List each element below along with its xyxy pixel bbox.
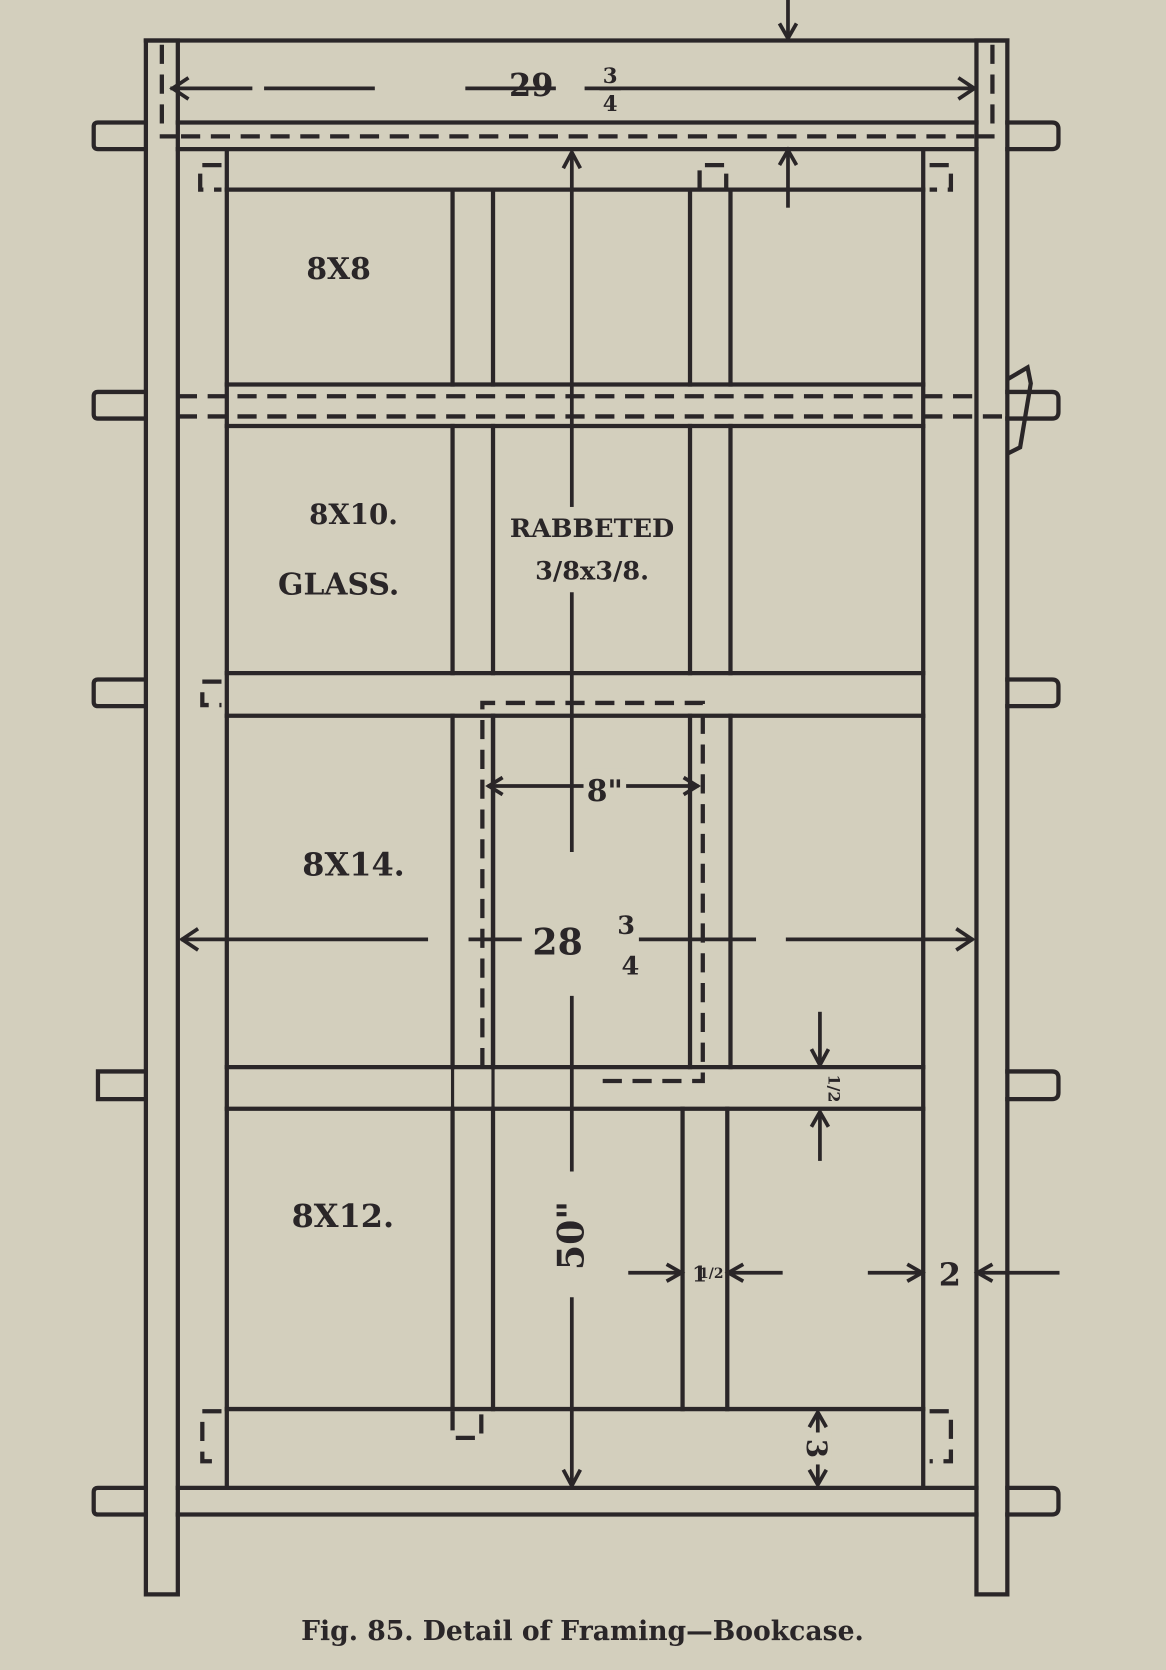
mullion-right [680, 187, 733, 1412]
dimension-top-rail-arrows [777, 146, 799, 208]
left-tenons [91, 120, 149, 1517]
panel-label-8x12: 8X12. [292, 1197, 395, 1235]
panel-label-8x14: 8X14. [302, 845, 405, 883]
shelf-spacing-label: 8" [587, 774, 623, 809]
top-width-whole: 29 [509, 66, 553, 104]
stile-width-label: 2 [939, 1256, 961, 1294]
inner-width-frac-num: 3 [617, 911, 635, 941]
rabbeted-size: 3/8x3/8. [535, 556, 649, 586]
figure-caption: Fig. 85. Detail of Framing—Bookcase. [301, 1616, 864, 1647]
right-stile [974, 38, 1010, 1597]
door-frame [198, 146, 954, 1491]
dimension-stile-width: 2 [867, 1256, 1060, 1294]
mullion-left [450, 187, 496, 1412]
rail-width-label: 1/2 [824, 1074, 843, 1102]
rabbeted-title: RABBETED [510, 514, 674, 544]
dimension-height: 50" [550, 148, 593, 1490]
left-stile [143, 38, 180, 1597]
latch-bracket [1006, 364, 1033, 456]
right-tenons [1005, 120, 1061, 1517]
dimension-rail-width: 1/2 [809, 1011, 843, 1161]
hidden-shelf-outline [480, 700, 705, 1084]
shelf-rail-1 [177, 382, 1008, 429]
mullion-width-whole: 1 [692, 1262, 707, 1287]
bottom-door-rail [175, 1406, 979, 1517]
dimension-shelf-spacing: 8" [485, 768, 702, 809]
inner-width-frac-den: 4 [621, 952, 639, 982]
shelf-rail-2 [200, 670, 926, 718]
shelf-rail-3 [224, 1065, 926, 1111]
panel-label-8x8: 8X8 [306, 252, 371, 287]
dimension-mullion-width: 1 1/2 [628, 1262, 783, 1287]
mullion-width-frac: 1/2 [699, 1266, 723, 1282]
panel-label-glass: GLASS. [278, 567, 399, 602]
inner-width-whole: 28 [532, 920, 582, 963]
dimension-bottom-rail: 3 [800, 1408, 833, 1489]
height-label: 50" [550, 1201, 593, 1270]
dimension-top-width: 29 3 4 [169, 0, 978, 117]
top-rail [143, 38, 1010, 152]
bottom-rail-label: 3 [800, 1439, 833, 1458]
dimension-inner-width: 28 3 4 [178, 911, 976, 982]
top-width-frac-num: 3 [603, 64, 618, 89]
top-width-frac-den: 4 [603, 92, 618, 117]
panel-label-8x10: 8X10. [309, 498, 398, 531]
